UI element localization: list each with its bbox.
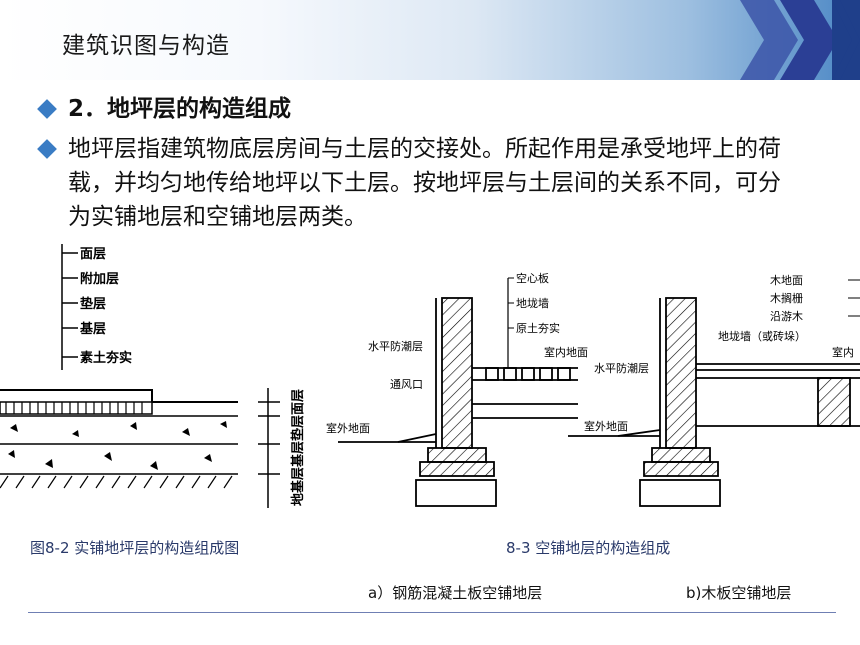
layer-label-cushion: 垫层 — [80, 296, 106, 312]
label-hollow-slab: 空心板 — [516, 271, 549, 285]
label-wood-joist: 木搁栅 — [770, 291, 803, 305]
raised-floor-diagram: 空心板 地垅墙 原土夯实 水平防潮层 室内地面 通风口 室外地面 木地面 木搁栅… — [326, 271, 860, 507]
bullet-paragraph: 地坪层指建筑物底层房间与土层的交接处。所起作用是承受地坪上的荷载，并均匀地传给地… — [37, 132, 800, 234]
layer-label-compacted-soil: 素土夯实 — [80, 350, 132, 366]
label-vent: 通风口 — [390, 378, 423, 391]
caption-sub-b: b)木板空铺地层 — [686, 584, 792, 602]
label-outdoor-ground: 室外地面 — [326, 421, 370, 435]
label-compacted-soil: 原土夯实 — [516, 321, 560, 335]
layer-label-surface: 面层 — [80, 247, 106, 262]
bullet-heading-text: 2．地坪层的构造组成 — [68, 96, 292, 122]
label-sleeper-wall-or-pier: 地垅墙（或砖垛） — [718, 329, 806, 343]
chevron-decoration — [740, 0, 860, 80]
header-divider — [0, 80, 860, 84]
diamond-bullet-icon — [37, 139, 57, 159]
caption-figure-8-3: 8-3 空铺地层的构造组成 — [506, 539, 671, 557]
layer-label-additional: 附加层 — [80, 271, 119, 287]
label-damp-proof-course-b: 水平防潮层 — [594, 361, 649, 375]
layer-label-base: 基层 — [79, 321, 106, 337]
label-sleeper-plate: 沿游木 — [770, 310, 803, 323]
course-title: 建筑识图与构造 — [62, 33, 230, 59]
caption-sub-a: a）钢筋混凝土板空铺地层 — [368, 584, 543, 602]
layer-stack-vertical-label: 地基层基层垫层面层 — [290, 389, 306, 506]
caption-figure-8-2: 图8-2 实铺地坪层的构造组成图 — [30, 539, 240, 557]
label-damp-proof-course: 水平防潮层 — [368, 339, 423, 353]
bullet-paragraph-text: 地坪层指建筑物底层房间与土层的交接处。所起作用是承受地坪上的荷载，并均匀地传给地… — [68, 136, 781, 230]
footer-divider — [28, 612, 836, 613]
label-outdoor-ground-b: 室外地面 — [584, 419, 628, 433]
label-indoor: 室内 — [832, 345, 854, 359]
label-wood-floor: 木地面 — [770, 274, 803, 287]
diamond-bullet-icon — [37, 99, 57, 119]
slide-header: 建筑识图与构造 — [0, 0, 860, 80]
label-indoor-floor: 室内地面 — [544, 345, 588, 359]
bullet-heading: 2．地坪层的构造组成 — [37, 92, 800, 126]
solid-floor-diagram: 面层 附加层 垫层 基层 素土夯实 — [0, 244, 306, 508]
label-sleeper-wall: 地垅墙 — [516, 296, 549, 310]
